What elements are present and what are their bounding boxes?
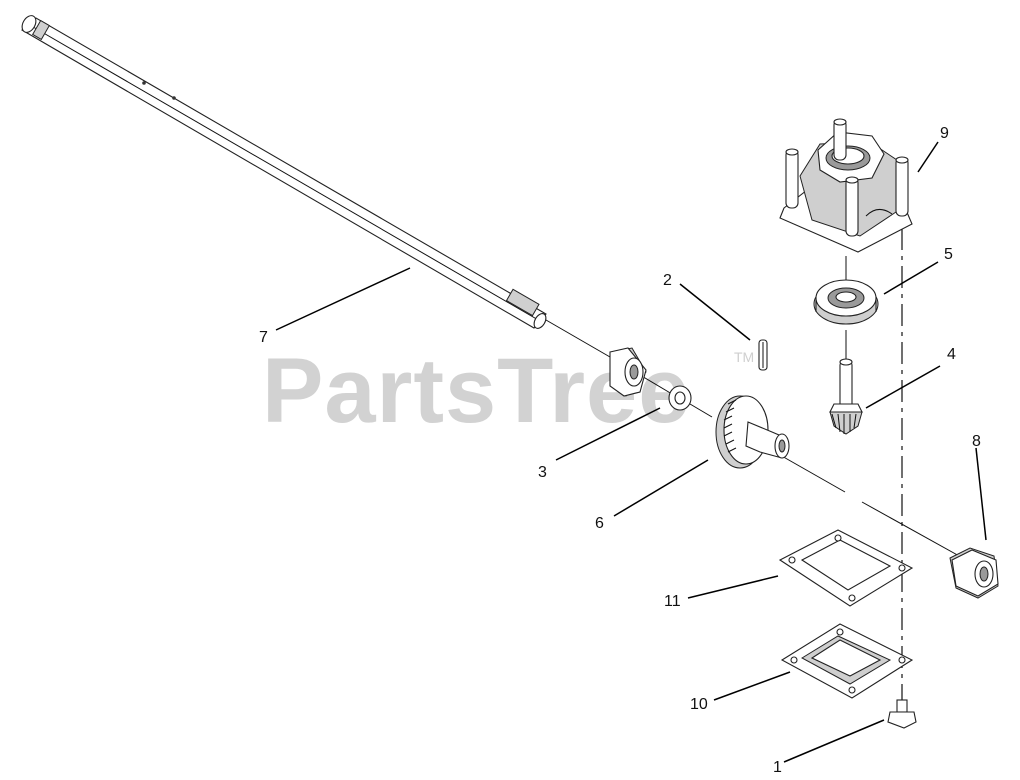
cover-plate-part [780,623,914,699]
leader-line-1 [783,719,885,763]
callout-6: 6 [595,515,604,532]
shaft-part [21,15,547,329]
leader-line-3 [555,407,661,461]
leader-line-8 [975,447,987,541]
callout-5: 5 [944,246,953,263]
callout-3: 3 [538,464,547,481]
leader-line-2 [679,283,751,341]
callout-10: 10 [690,696,708,713]
callout-4: 4 [947,346,956,363]
leader-line-7 [275,267,411,331]
leader-line-11 [687,575,779,599]
callout-7: 7 [259,329,268,346]
leader-line-9 [917,141,939,173]
gear-housing-part [779,118,913,253]
washer-part [668,385,692,411]
leader-line-4 [865,365,941,409]
callout-9: 9 [940,125,949,142]
bolt-part [887,699,917,729]
callout-1: 1 [773,759,782,776]
callout-11: 11 [664,593,681,610]
pinion-gear-part [829,358,863,435]
bearing-part [813,279,879,325]
gasket-part [778,529,914,607]
callout-8: 8 [972,433,981,450]
roll-pin-part [758,339,768,371]
callout-2: 2 [663,272,672,289]
watermark-trademark: TM [734,349,754,365]
bushing-part-8 [949,547,999,599]
bevel-gear-part [715,395,790,469]
bushing-part-3 [609,347,647,397]
leader-line-10 [713,671,791,701]
leader-line-6 [613,459,709,517]
leader-line-5 [883,261,939,295]
